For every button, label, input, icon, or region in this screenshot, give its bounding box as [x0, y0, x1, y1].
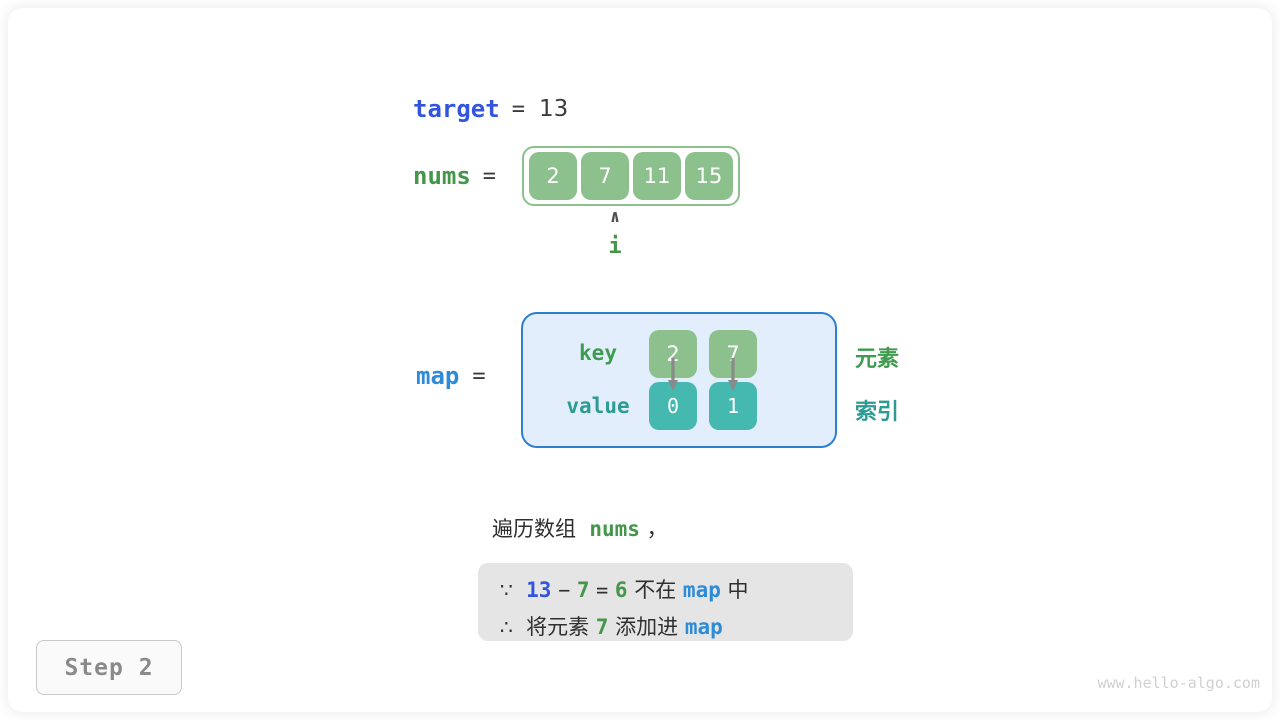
map-label-row: map = — [416, 362, 486, 390]
map-key-row-label: key — [579, 341, 617, 365]
watermark: www.hello-algo.com — [1097, 674, 1260, 692]
caret-up-icon: ∧ — [609, 207, 621, 227]
nums-cell: 7 — [581, 152, 630, 200]
map-value-cell: 1 — [709, 382, 757, 430]
key-to-value-arrow-icon — [668, 358, 678, 391]
traverse-prefix: 遍历数组 — [492, 517, 576, 541]
because-minus-sign: − — [558, 578, 571, 602]
traverse-suffix: ， — [646, 517, 668, 541]
therefore-text-start: 将元素 — [526, 615, 590, 639]
map-value-row-label: value — [566, 394, 630, 418]
therefore-symbol: ∴ — [500, 615, 513, 639]
index-pointer-group: ∧ i — [592, 208, 638, 259]
nums-array-container: 2 7 11 15 — [522, 146, 741, 206]
map-variable-name: map — [416, 362, 460, 390]
map-equals-sign: = — [472, 363, 486, 389]
because-operand-b: 7 — [576, 578, 590, 602]
because-equals-sign: = — [596, 578, 609, 602]
explanation-box: ∵ 13 − 7 = 6 不在 map 中 ∴ 将元素 7 — [478, 563, 853, 641]
map-grid: key value 2 0 7 1 — [523, 314, 835, 446]
traverse-keyword-nums: nums — [589, 517, 640, 541]
target-variable-name: target — [413, 95, 500, 123]
step-badge: Step 2 — [36, 640, 182, 695]
target-value: 13 — [538, 96, 569, 122]
annotation-element: 元素 — [855, 347, 900, 372]
explanation-row-because: ∵ 13 − 7 = 6 不在 map 中 — [500, 574, 749, 604]
map-panel: key value 2 0 7 1 — [521, 312, 837, 448]
therefore-number: 7 — [595, 615, 609, 639]
annotation-index: 索引 — [855, 400, 900, 425]
traverse-description: 遍历数组 nums ， — [492, 513, 668, 543]
because-text-end: 中 — [727, 578, 749, 602]
pointer-label-i: i — [608, 234, 622, 259]
nums-cell: 15 — [685, 152, 734, 200]
therefore-keyword-map: map — [684, 615, 723, 639]
explanation-row-therefore: ∴ 将元素 7 添加进 map — [500, 611, 723, 641]
target-equals-sign: = — [511, 96, 525, 122]
nums-variable-name: nums — [413, 162, 471, 190]
target-row: target = 13 — [413, 93, 568, 125]
because-result: 6 — [614, 578, 628, 602]
nums-row: nums = 2 7 11 15 — [413, 146, 741, 206]
nums-cell: 11 — [633, 152, 682, 200]
because-symbol: ∵ — [500, 578, 513, 602]
because-operand-a: 13 — [526, 578, 552, 602]
map-key-cell: 7 — [709, 330, 757, 378]
because-text-mid: 不在 — [634, 578, 677, 602]
because-keyword-map: map — [682, 578, 721, 602]
key-to-value-arrow-icon — [728, 358, 738, 391]
nums-equals-sign: = — [482, 163, 497, 189]
therefore-text-mid: 添加进 — [615, 615, 679, 639]
nums-cell: 2 — [529, 152, 578, 200]
